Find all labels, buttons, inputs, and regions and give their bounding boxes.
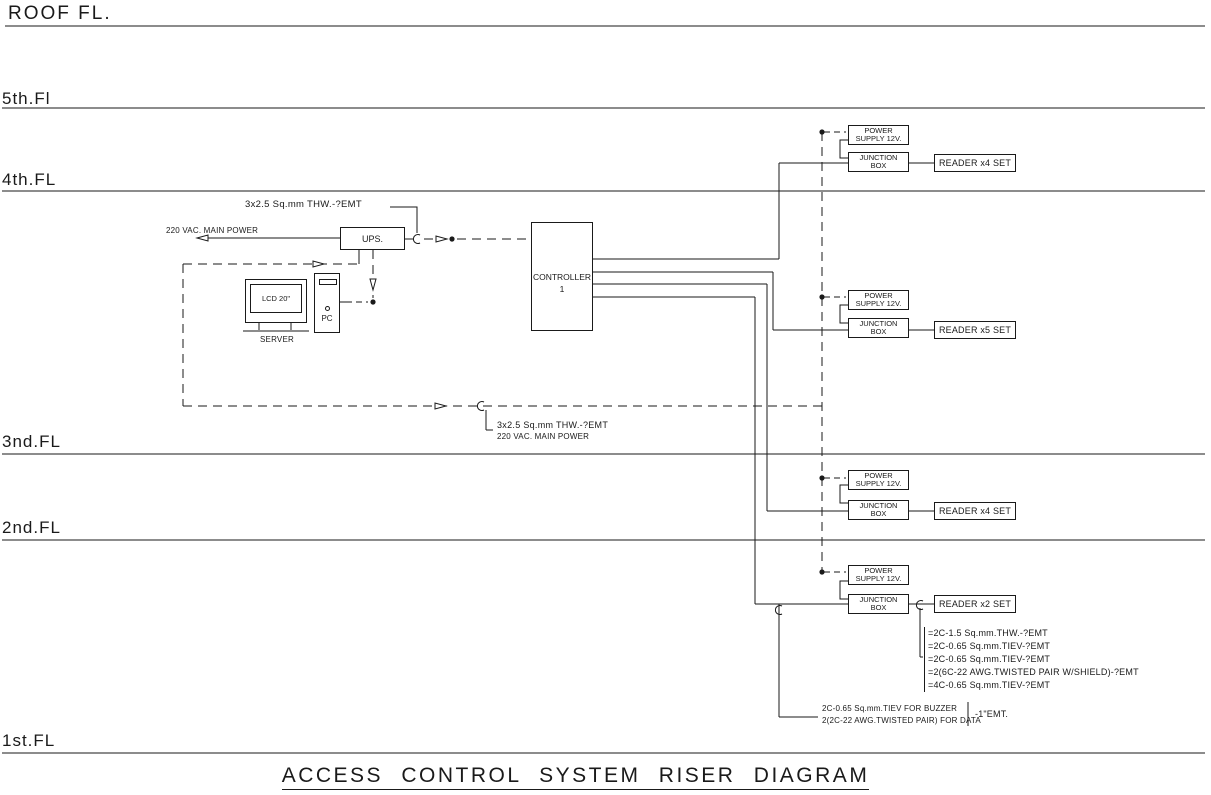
jb-line1: JUNCTION xyxy=(859,594,898,604)
monitor-screen: LCD 20" xyxy=(250,284,302,313)
cable-schedule: =2C-1.5 Sq.mm.THW.-?EMT =2C-0.65 Sq.mm.T… xyxy=(924,627,1139,692)
reader-box: READER x4 SET xyxy=(934,154,1016,172)
ps-line2: SUPPLY 12V. xyxy=(855,574,902,583)
monitor-label: LCD 20" xyxy=(261,294,291,303)
floor-label-roof: ROOF FL. xyxy=(8,3,112,24)
ps-line1: POWER xyxy=(864,290,893,300)
power-supply-box: POWER SUPPLY 12V. xyxy=(848,125,909,145)
reader-label: READER x5 SET xyxy=(938,325,1012,335)
pc-power-button xyxy=(325,306,330,311)
diagram-title-wrap: ACCESS CONTROL SYSTEM RISER DIAGRAM xyxy=(0,764,1151,790)
jb-line2: BOX xyxy=(870,603,887,612)
cable-schedule-item: =4C-0.65 Sq.mm.TIEV-?EMT xyxy=(928,680,1051,690)
junction-box: JUNCTION BOX xyxy=(848,318,909,338)
junction-box: JUNCTION BOX xyxy=(848,500,909,520)
reader-box: READER x2 SET xyxy=(934,595,1016,613)
server-label: SERVER xyxy=(260,335,294,344)
buzzer-note: 2C-0.65 Sq.mm.TIEV FOR BUZZER xyxy=(822,704,958,713)
ps-line2: SUPPLY 12V. xyxy=(855,299,902,308)
jb-line1: JUNCTION xyxy=(859,500,898,510)
ps-line1: POWER xyxy=(864,470,893,480)
floor-label-5th: 5th.Fl xyxy=(2,89,51,108)
controller-number: 1 xyxy=(559,284,565,294)
reader-label: READER x4 SET xyxy=(938,158,1012,168)
reader-label: READER x2 SET xyxy=(938,599,1012,609)
reader-label: READER x4 SET xyxy=(938,506,1012,516)
junction-box: JUNCTION BOX xyxy=(848,594,909,614)
jb-line2: BOX xyxy=(870,509,887,518)
power-supply-box: POWER SUPPLY 12V. xyxy=(848,470,909,490)
pc-drive-slot xyxy=(319,279,337,285)
solid-wires xyxy=(208,162,969,726)
ps-line2: SUPPLY 12V. xyxy=(855,479,902,488)
ps-jb-brackets xyxy=(839,139,848,600)
junction-box: JUNCTION BOX xyxy=(848,152,909,172)
data-note: 2(2C-22 AWG.TWISTED PAIR) FOR DATA xyxy=(822,716,981,725)
cable-schedule-item: =2C-1.5 Sq.mm.THW.-?EMT xyxy=(928,628,1048,638)
ups-box: UPS. xyxy=(340,227,405,250)
dashed-stubs xyxy=(356,131,846,573)
cable-schedule-item: =2C-0.65 Sq.mm.TIEV-?EMT xyxy=(928,641,1051,651)
floor-label-3rd: 3nd.FL xyxy=(2,432,61,451)
reader-box: READER x4 SET xyxy=(934,502,1016,520)
diagram-title: ACCESS CONTROL SYSTEM RISER DIAGRAM xyxy=(281,764,870,790)
riser-feed-note-line1: 3x2.5 Sq.mm THW.-?EMT xyxy=(497,420,609,430)
conduit-note: -1"EMT. xyxy=(975,709,1009,719)
floor-lines xyxy=(2,25,1205,754)
junction-dots xyxy=(370,129,825,575)
power-supply-box: POWER SUPPLY 12V. xyxy=(848,290,909,310)
jb-line1: JUNCTION xyxy=(859,318,898,328)
pc-tower: PC xyxy=(314,273,340,333)
conduit-marks xyxy=(413,234,924,615)
controller-label: CONTROLLER xyxy=(532,272,592,282)
cable-schedule-item: =2C-0.65 Sq.mm.TIEV-?EMT xyxy=(928,654,1051,664)
jb-line2: BOX xyxy=(870,161,887,170)
pc-label: PC xyxy=(321,314,333,323)
cable-schedule-item: =2(6C-22 AWG.TWISTED PAIR W/SHIELD)-?EMT xyxy=(928,667,1139,677)
flow-arrows xyxy=(195,234,449,410)
ps-line1: POWER xyxy=(864,565,893,575)
main-power-note: 220 VAC. MAIN POWER xyxy=(166,226,259,235)
ps-line1: POWER xyxy=(864,125,893,135)
ups-feed-note: 3x2.5 Sq.mm THW.-?EMT xyxy=(245,199,362,210)
floor-label-4th: 4th.FL xyxy=(2,170,57,189)
jb-line2: BOX xyxy=(870,327,887,336)
riser-feed-note-line2: 220 VAC. MAIN POWER xyxy=(497,432,590,441)
floor-label-2nd: 2nd.FL xyxy=(2,518,61,537)
ps-line2: SUPPLY 12V. xyxy=(855,134,902,143)
dashed-wires xyxy=(182,132,823,572)
jb-line1: JUNCTION xyxy=(859,152,898,162)
server-monitor: LCD 20" xyxy=(245,279,307,323)
reader-box: READER x5 SET xyxy=(934,321,1016,339)
power-supply-box: POWER SUPPLY 12V. xyxy=(848,565,909,585)
controller-box: CONTROLLER 1 xyxy=(531,222,593,331)
floor-label-1st: 1st.FL xyxy=(2,731,56,750)
ups-label: UPS. xyxy=(361,233,383,244)
